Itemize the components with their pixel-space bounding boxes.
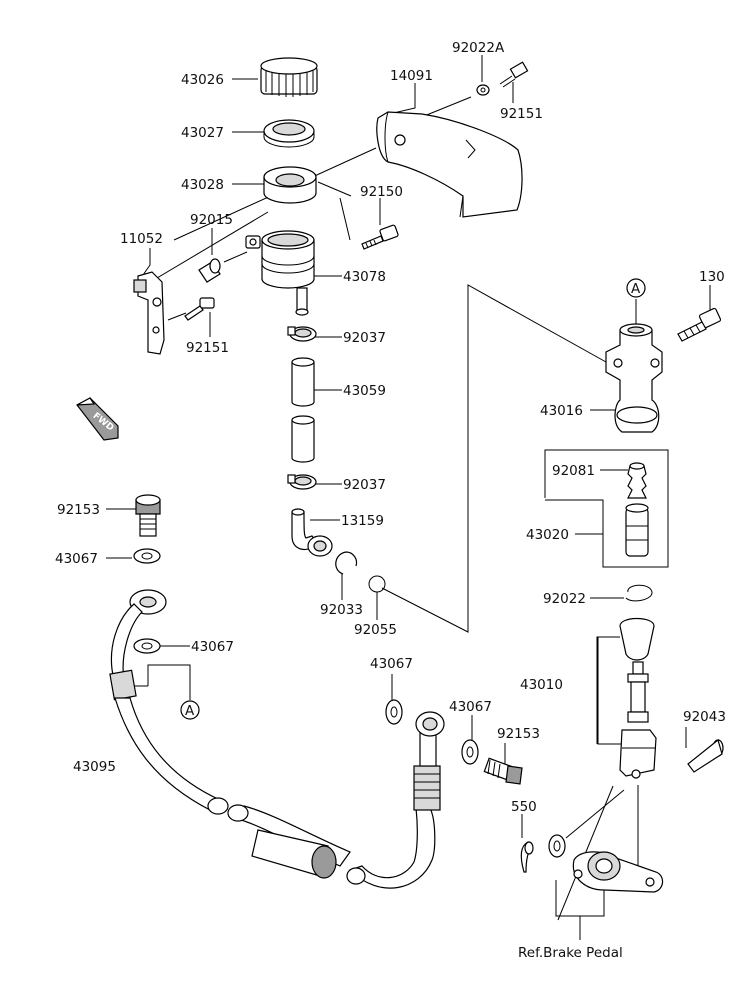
label-92022a: 92022A	[452, 40, 505, 56]
label-43078: 43078	[343, 269, 386, 285]
label-43067-2: 43067	[191, 639, 234, 655]
label-92150: 92150	[360, 184, 403, 200]
label-92081: 92081	[552, 463, 595, 479]
label-13159: 13159	[341, 513, 384, 529]
label-130: 130	[699, 269, 725, 285]
boot-92081	[627, 462, 647, 499]
brake-pedal-mount	[572, 851, 664, 893]
label-92037-top: 92037	[343, 330, 386, 346]
bolt-92150	[361, 224, 399, 250]
brake-hose-43095	[109, 589, 445, 889]
label-43027: 43027	[181, 125, 224, 141]
cover-14091	[376, 111, 523, 218]
hose-43059	[291, 357, 315, 463]
label-ref-brake-pedal: Ref.Brake Pedal	[518, 945, 623, 961]
clamp-92037-bottom	[287, 474, 317, 490]
plate-43027	[263, 119, 315, 148]
washer-43067-2	[133, 638, 161, 654]
label-92037-bottom: 92037	[343, 477, 386, 493]
piston-43020	[625, 503, 649, 557]
callout-a-bottom-label: A	[185, 703, 195, 719]
o-ring-92055	[368, 575, 386, 593]
label-43026: 43026	[181, 72, 224, 88]
label-43059: 43059	[343, 383, 386, 399]
washer-43067-1	[133, 548, 161, 564]
label-92151-top: 92151	[500, 106, 543, 122]
washer-pedal	[548, 834, 566, 858]
label-43016: 43016	[540, 403, 583, 419]
washer-43067-3	[385, 699, 403, 725]
label-43095: 43095	[73, 759, 116, 775]
fwd-arrow-icon	[76, 397, 119, 441]
callout-a-bottom	[180, 700, 200, 720]
diaphragm-43028	[263, 166, 317, 204]
washer-43067-4	[461, 739, 479, 765]
label-43067-3: 43067	[370, 656, 413, 672]
reservoir-cap-43026	[260, 57, 318, 97]
bolt-92151-left	[184, 297, 215, 321]
label-43020: 43020	[526, 527, 569, 543]
label-43028: 43028	[181, 177, 224, 193]
label-92055: 92055	[354, 622, 397, 638]
label-92153-left: 92153	[57, 502, 100, 518]
bolt-92151-top	[499, 61, 529, 88]
bolt-130	[677, 307, 722, 342]
callout-a-top-label: A	[631, 281, 641, 297]
callout-a-top	[626, 278, 646, 298]
cotter-pin-550	[520, 841, 534, 873]
collar-92015	[198, 258, 221, 283]
bracket-11052	[133, 271, 165, 355]
label-92043: 92043	[683, 709, 726, 725]
label-43010: 43010	[520, 677, 563, 693]
label-92033: 92033	[320, 602, 363, 618]
reservoir-43078	[245, 230, 315, 316]
label-92022: 92022	[543, 591, 586, 607]
banjo-bolt-92153-left	[135, 494, 161, 537]
part-labels: 43026 43027 43028 14091 92022A 92151 921…	[55, 40, 726, 961]
leader-lines	[106, 55, 711, 940]
pin-92043	[687, 738, 724, 773]
label-550: 550	[511, 799, 537, 815]
master-cylinder-43016	[605, 323, 663, 433]
label-11052: 11052	[120, 231, 163, 247]
label-92151-left: 92151	[186, 340, 229, 356]
fitting-13159	[291, 508, 333, 557]
push-rod-43010	[619, 617, 657, 779]
circlip-92022	[625, 584, 653, 602]
label-43067-4: 43067	[449, 699, 492, 715]
banjo-bolt-92153-right	[483, 757, 523, 785]
clamp-92037-top	[287, 326, 317, 342]
label-43067-1: 43067	[55, 551, 98, 567]
label-92153-right: 92153	[497, 726, 540, 742]
circlip-92033	[335, 551, 358, 575]
label-14091: 14091	[390, 68, 433, 84]
label-92015: 92015	[190, 212, 233, 228]
washer-92022a	[476, 84, 490, 96]
